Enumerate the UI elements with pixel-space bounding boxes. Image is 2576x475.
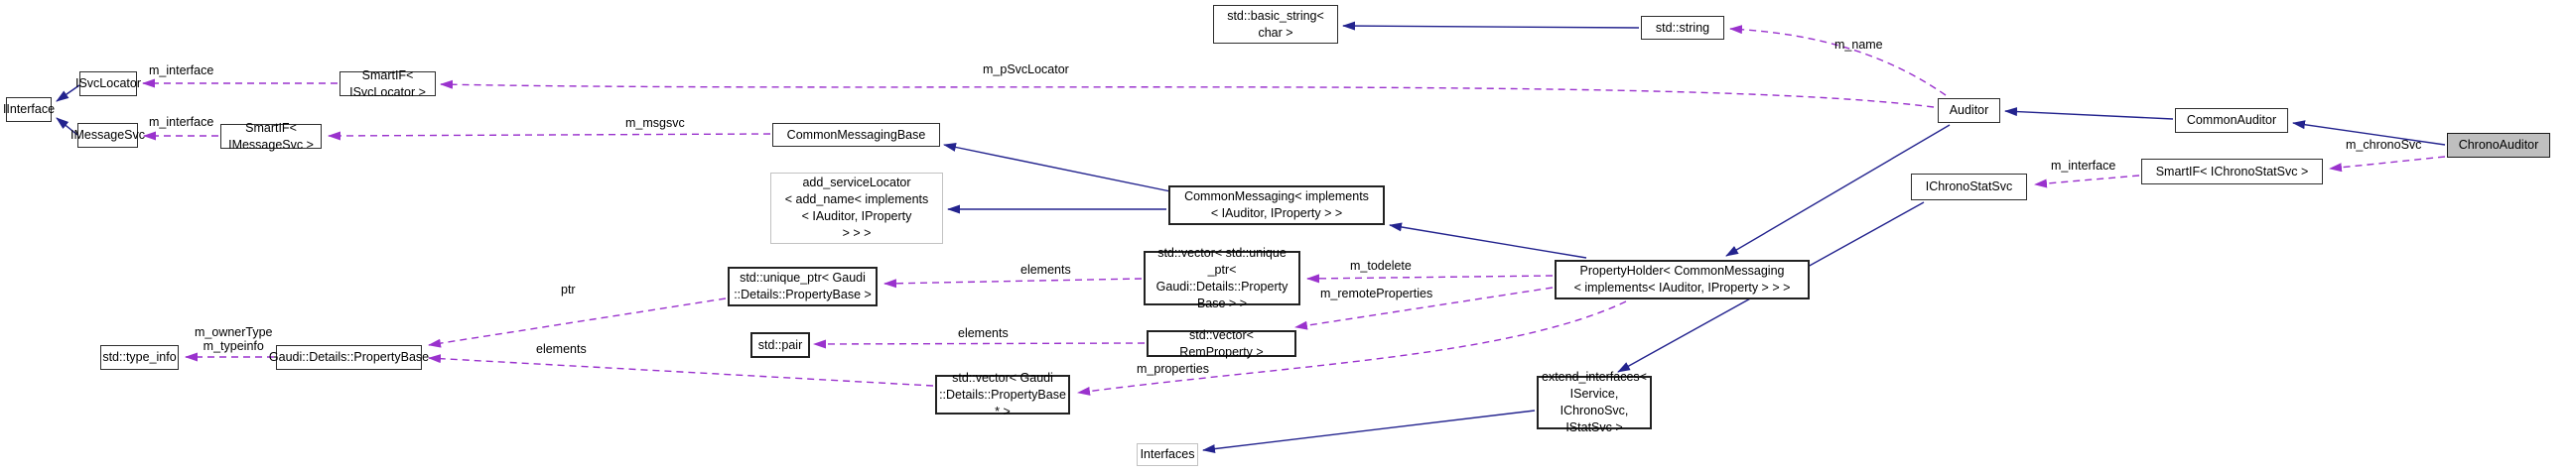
node-vector-unique-ptr[interactable]: std::vector< std::unique _ptr< Gaudi::De… [1144, 246, 1300, 310]
edge-label-m-interface-svc: m_interface [149, 63, 214, 77]
node-commonmessagingbase[interactable]: CommonMessagingBase [772, 123, 940, 147]
edge-inherit-propertyholder-commonmessaging [1389, 222, 1587, 259]
edge-label-m-todelete: m_todelete [1350, 259, 1412, 273]
edge-use-mchronosvc [2329, 156, 2446, 173]
edge-inherit-commonmessaging-commonmessagingbase [943, 143, 1171, 192]
node-vector-propertybase-ptr[interactable]: std::vector< Gaudi ::Details::PropertyBa… [935, 371, 1070, 418]
edge-use-elements-propertybase [428, 354, 934, 387]
edge-inherit-commonauditor-auditor [2004, 107, 2174, 120]
edge-use-ptr-propertybase [428, 297, 727, 348]
edge-label-elements-unique: elements [1020, 263, 1071, 277]
edge-label-m-interface-chrono: m_interface [2051, 159, 2116, 173]
node-add-servicelocator: add_serviceLocator < add_name< implement… [770, 173, 943, 244]
edge-inherit-extendinterfaces-interfaces [1202, 410, 1536, 454]
node-ichronostatsvc[interactable]: IChronoStatSvc [1911, 174, 2027, 200]
node-chronoauditor[interactable]: ChronoAuditor [2447, 133, 2550, 158]
node-std-pair[interactable]: std::pair [750, 332, 810, 358]
edge-label-m-interface-msg: m_interface [149, 115, 214, 129]
node-vector-remproperty[interactable]: std::vector< RemProperty > [1147, 328, 1296, 359]
edge-label-m-chronosvc: m_chronoSvc [2346, 138, 2422, 152]
edge-use-mmsgsvc [328, 131, 771, 141]
edge-label-m-name: m_name [1834, 38, 1883, 52]
edge-label-m-properties: m_properties [1137, 362, 1209, 376]
node-propertyholder[interactable]: PropertyHolder< CommonMessaging < implem… [1555, 260, 1810, 299]
node-auditor[interactable]: Auditor [1938, 98, 2000, 123]
edge-label-m-msgsvc: m_msgsvc [625, 116, 685, 130]
edge-inherit-stdstring-basicstring [1342, 21, 1640, 31]
node-gaudi-propertybase[interactable]: Gaudi::Details::PropertyBase [269, 345, 429, 370]
node-imessagesvc[interactable]: IMessageSvc [70, 123, 145, 148]
node-smartif-ichronostatsvc[interactable]: SmartIF< IChronoStatSvc > [2141, 159, 2323, 184]
edge-label-ptr: ptr [561, 283, 576, 297]
edge-use-mpsvclocator [440, 79, 1935, 108]
node-iinterface[interactable]: IInterface [3, 97, 55, 122]
edge-use-mtodelete [1306, 274, 1554, 284]
node-std-basic-string[interactable]: std::basic_string< char > [1213, 5, 1338, 44]
node-interfaces: Interfaces [1137, 443, 1198, 466]
edge-label-elements-pair: elements [958, 326, 1009, 340]
node-smartif-imessagesvc[interactable]: SmartIF< IMessageSvc > [220, 121, 322, 152]
edge-label-m-remoteproperties: m_remoteProperties [1320, 287, 1433, 300]
edge-label-elements-pbstar: elements [536, 342, 587, 356]
node-unique-ptr[interactable]: std::unique_ptr< Gaudi ::Details::Proper… [728, 267, 878, 306]
edge-label-m-ownertype-typeinfo: m_ownerType m_typeinfo [195, 325, 273, 353]
edge-use-elements-uniqueptr [883, 278, 1143, 289]
edge-label-m-psvclocator: m_pSvcLocator [983, 62, 1069, 76]
node-std-type-info[interactable]: std::type_info [100, 345, 179, 370]
node-isvclocator[interactable]: ISvcLocator [75, 71, 141, 96]
node-std-string[interactable]: std::string [1641, 16, 1724, 40]
node-commonauditor[interactable]: CommonAuditor [2175, 108, 2288, 133]
node-extend-interfaces[interactable]: extend_interfaces< IService, IChronoSvc,… [1537, 370, 1652, 434]
edge-use-minterface-ichronostatsvc [2034, 175, 2140, 188]
node-smartif-isvclocator[interactable]: SmartIF< ISvcLocator > [339, 68, 436, 99]
edge-use-elements-pair [813, 339, 1146, 349]
node-commonmessaging[interactable]: CommonMessaging< implements < IAuditor, … [1168, 185, 1385, 225]
